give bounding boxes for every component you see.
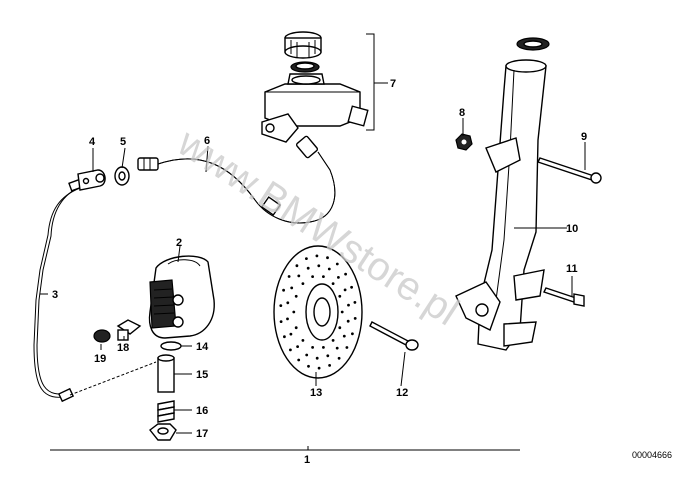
label-12: 12 [396, 387, 408, 399]
reference-code: 00004666 [632, 450, 672, 460]
label-14: 14 [196, 341, 209, 353]
bolt-9[interactable] [537, 157, 602, 184]
disc-hole [307, 364, 310, 368]
label-8: 8 [459, 107, 465, 119]
nut-17[interactable] [149, 423, 177, 441]
disc-hole [343, 288, 347, 292]
disc-hole [289, 332, 293, 336]
disc-hole [337, 276, 340, 279]
disc-hole [279, 304, 283, 307]
fork-slider-10[interactable] [455, 37, 550, 351]
disc-hole [350, 285, 353, 289]
assembly-line-1 [50, 446, 520, 451]
disc-hole [290, 286, 294, 290]
disc-hole [305, 353, 309, 357]
bolt-12[interactable] [369, 321, 419, 351]
bracket-7 [366, 33, 375, 131]
disc-hole [297, 274, 301, 278]
label-9: 9 [581, 131, 587, 143]
disc-hole [327, 267, 331, 271]
disc-hole [322, 346, 325, 349]
leader-lines [40, 118, 586, 434]
disc-hole [311, 275, 314, 278]
disc-hole [279, 320, 283, 323]
bolt-11[interactable] [543, 287, 585, 307]
label-4: 4 [89, 136, 96, 148]
label-5: 5 [120, 136, 126, 148]
disc-hole [315, 356, 319, 360]
disc-hole [294, 294, 298, 298]
disc-hole [347, 303, 350, 307]
o-ring-14[interactable] [160, 341, 182, 351]
disc-hole [353, 301, 357, 304]
cap-19[interactable] [93, 329, 111, 343]
disc-hole [305, 257, 308, 260]
disc-hole [326, 256, 329, 260]
disc-hole [315, 254, 319, 258]
disc-hole [295, 264, 299, 268]
label-15: 15 [196, 369, 208, 381]
disc-hole [301, 282, 305, 285]
disc-hole [317, 366, 321, 370]
nut-8[interactable] [455, 133, 473, 151]
disc-hole [335, 262, 339, 266]
disc-hole [296, 345, 299, 348]
disc-hole [283, 335, 286, 339]
label-10: 10 [566, 223, 578, 235]
brake-hose-6[interactable] [137, 135, 336, 224]
disc-hole [297, 358, 301, 362]
label-2: 2 [176, 237, 182, 249]
disc-hole [345, 346, 349, 349]
disc-hole [311, 346, 314, 349]
label-11: 11 [566, 263, 578, 275]
disc-hole [351, 332, 354, 336]
label-19: 19 [94, 353, 106, 365]
disc-hole [282, 288, 285, 292]
disc-hole [342, 334, 346, 338]
disc-hole [301, 339, 305, 342]
label-7: 7 [390, 78, 396, 90]
disc-hole [286, 317, 289, 321]
label-1: 1 [304, 454, 310, 466]
disc-hole [335, 346, 339, 350]
pin-15[interactable] [157, 354, 175, 393]
bleed-valve-18[interactable] [116, 319, 142, 341]
spring-16[interactable] [157, 400, 175, 423]
brake-disc-13[interactable] [273, 245, 363, 379]
label-13: 13 [310, 387, 322, 399]
label-16: 16 [196, 405, 208, 417]
label-6: 6 [204, 135, 210, 147]
disc-hole [292, 310, 296, 314]
brake-line-3[interactable] [33, 178, 84, 403]
disc-hole [328, 364, 331, 367]
disc-hole [331, 282, 335, 285]
disc-hole [353, 317, 357, 320]
disc-hole [338, 294, 342, 298]
disc-hole [326, 354, 330, 358]
disc-hole [317, 264, 321, 268]
disc-hole [322, 275, 325, 278]
disc-hole [338, 326, 342, 330]
label-17: 17 [196, 428, 208, 440]
nut-5[interactable] [114, 166, 130, 186]
disc-hole [344, 272, 347, 276]
disc-hole [337, 356, 341, 360]
disc-hole [306, 266, 310, 270]
master-cylinder-7[interactable] [261, 31, 369, 143]
disc-hole [287, 275, 291, 278]
disc-hole [340, 310, 344, 314]
disc-hole [286, 301, 290, 305]
disc-hole [346, 319, 350, 323]
disc-hole [294, 326, 298, 330]
banjo-fitting-4[interactable] [77, 169, 106, 191]
label-3: 3 [52, 289, 58, 301]
label-18: 18 [117, 342, 129, 354]
caliper-2[interactable] [148, 255, 215, 339]
disc-hole [331, 339, 335, 342]
disc-hole [289, 348, 292, 352]
